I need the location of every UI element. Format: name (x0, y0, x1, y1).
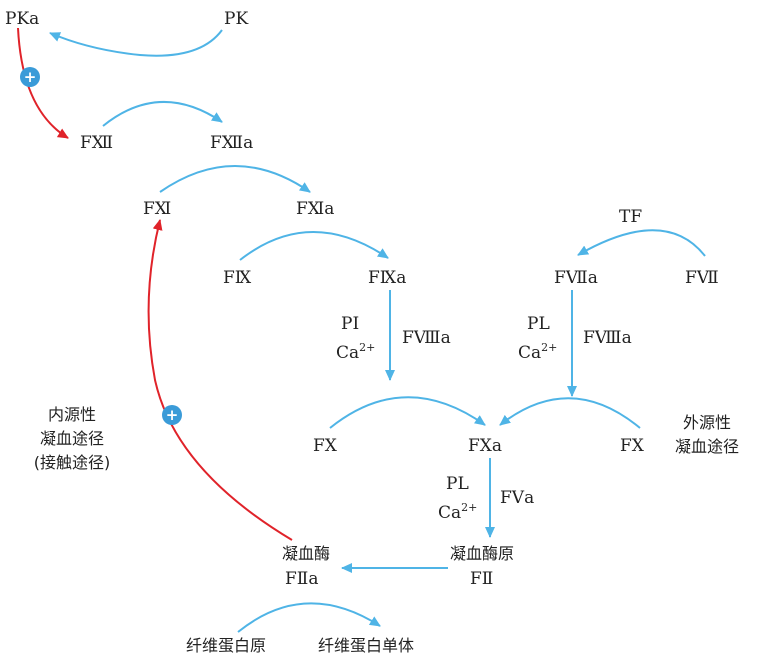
node-fxii: FⅫ (80, 133, 113, 153)
arrow-fxi-to-fxia (159, 165, 311, 193)
node-fibrin-monomer: 纤维蛋白单体 (318, 636, 414, 655)
svg-text:+: + (166, 406, 179, 424)
node-fiia: FⅡa (285, 569, 319, 589)
cofactor-intrinsic-pl: PI (341, 314, 359, 334)
node-fibrinogen: 纤维蛋白原 (186, 636, 266, 655)
svg-text:+: + (24, 68, 37, 86)
cofactor-extrinsic-ca: Ca2+ (518, 341, 557, 363)
arrow-fx-right-to-fxa (499, 397, 641, 429)
intrinsic-pathway-label: 内源性 凝血途径 (接触途径) (34, 405, 111, 472)
node-fixa: FⅨa (368, 268, 406, 288)
node-fxia: FⅪa (296, 199, 334, 219)
cofactor-intrinsic-ca: Ca2+ (336, 341, 375, 363)
plus-badge-top: + (20, 67, 40, 87)
node-fx-left: FX (313, 436, 338, 456)
arrow-thrombin-to-fxi (147, 219, 293, 541)
extrinsic-pathway-label: 外源性 凝血途径 (675, 413, 739, 456)
arrow-fxii-to-fxiia (102, 101, 223, 127)
arrow-fx-left-to-fxa (329, 396, 486, 429)
arrow-fibrinogen-to-fibrin (237, 602, 381, 633)
cofactor-intrinsic-fviiia: FⅧa (402, 328, 451, 348)
node-fviia: FⅦa (554, 268, 598, 288)
node-fx-right: FX (620, 436, 645, 456)
cofactor-extrinsic-fviiia: FⅧa (583, 328, 632, 348)
node-fxa: FXa (468, 436, 502, 456)
cofactor-common-ca: Ca2+ (438, 501, 477, 523)
node-prothrombin: 凝血酶原 (450, 544, 514, 563)
node-pka: PKa (5, 9, 39, 29)
arrow-fix-to-fixa (239, 231, 389, 261)
cofactor-extrinsic-pl: PL (527, 314, 550, 334)
arrow-pka-to-fxii (17, 27, 69, 139)
node-fvii: FⅦ (685, 268, 719, 288)
plus-badge-left: + (162, 405, 182, 425)
node-fxiia: FⅫa (210, 133, 253, 153)
svg-text:凝血途径: 凝血途径 (40, 429, 104, 448)
svg-text:凝血途径: 凝血途径 (675, 437, 739, 456)
arrow-pk-to-pka (49, 29, 223, 57)
svg-text:(接触途径): (接触途径) (34, 453, 111, 472)
cofactor-common-fva: FⅤa (500, 488, 534, 508)
node-fxi: FⅪ (143, 199, 171, 219)
cofactor-common-pl: PL (446, 474, 469, 494)
arrow-tf-fvii-to-fviia (577, 229, 706, 257)
svg-text:内源性: 内源性 (48, 405, 96, 424)
node-tf: TF (619, 207, 642, 227)
node-fii: FⅡ (470, 569, 493, 589)
node-fix: FⅨ (223, 268, 252, 288)
node-pk: PK (224, 9, 248, 29)
node-thrombin: 凝血酶 (282, 544, 330, 563)
svg-text:外源性: 外源性 (683, 413, 731, 432)
